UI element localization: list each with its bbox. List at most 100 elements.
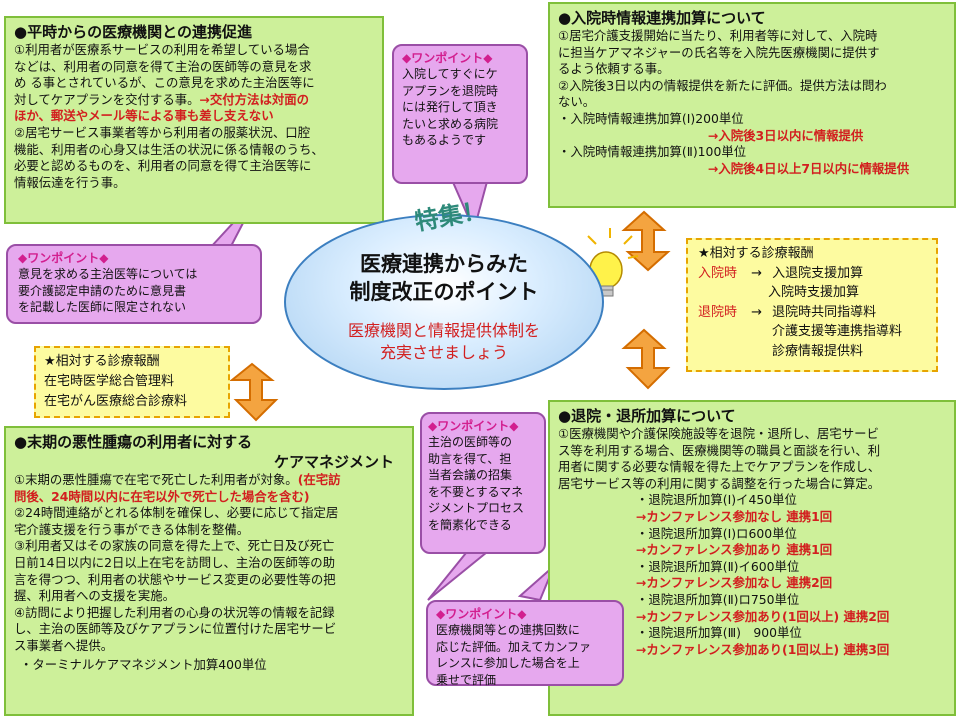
text-line: 要介護認定申請のために意見書 — [18, 283, 187, 298]
highlight-text: →カンファレンス参加なし 連携2回 — [636, 575, 833, 591]
onepoint-heading: ◆ワンポイント◆ — [436, 607, 527, 621]
text-line: 機能、利用者の心身又は生活の状況に係る情報のうち、 — [14, 141, 324, 157]
fee-item: ・ターミナルケアマネジメント加算400単位 — [20, 656, 267, 672]
text-line: ①利用者が医療系サービスの利用を希望している場合 — [14, 42, 310, 57]
discharge-label: 退院時 — [698, 304, 738, 320]
text-line: を記載した医師に限定されない — [18, 300, 187, 314]
highlight-text: →カンファレンス参加あり 連携1回 — [636, 542, 833, 558]
fee-name: 在宅時医学総合管理料 — [44, 374, 175, 389]
box-terminal-care: ●末期の悪性腫瘍の利用者に対する ケアマネジメント ①末期の悪性腫瘍で在宅で死亡… — [4, 426, 414, 716]
onepoint-heading: ◆ワンポイント◆ — [18, 251, 109, 265]
text-line: もあるようです — [402, 133, 487, 147]
text-line: 入院してすぐにケ — [402, 67, 498, 81]
text-line: 乗せで評価 — [436, 672, 497, 687]
fee-name: 診療情報提供料 — [772, 343, 864, 359]
box-body: ①利用者が医療系サービスの利用を希望している場合 などは、利用者の同意を得て主治… — [14, 42, 374, 191]
box-routine-cooperation: ●平時からの医療機関との連携促進 ①利用者が医療系サービスの利用を希望している場… — [4, 16, 384, 224]
subtitle-line: 充実させましょう — [379, 343, 508, 362]
onepoint-bubble-doctor: ◆ワンポイント◆ 意見を求める主治医等については 要介護認定申請のために意見書 … — [6, 244, 262, 324]
text-line: るよう依頼する事。 — [558, 61, 670, 77]
fee-item: ・退院退所加算(Ⅰ)イ450単位 — [636, 492, 797, 508]
highlight-text: →入院後4日以上7日以内に情報提供 — [708, 160, 910, 176]
text-line: 握、利用者への支援を実施。 — [14, 588, 176, 604]
fee-name: 介護支援等連携指導料 — [772, 324, 903, 339]
text-line: ①居宅介護支援開始に当たり、利用者等に対して、入院時 — [558, 28, 878, 43]
text-line: 用者に関する必要な情報を得た上でケアプランを作成し、 — [558, 459, 881, 475]
highlight-text: 問後、24時間以内に在宅以外で死亡した場合を含む) — [14, 488, 310, 504]
box-title: ケアマネジメント — [273, 453, 394, 471]
fee-name: 入院時支援加算 — [768, 285, 860, 300]
box-body: ①医療機関や介護保険施設等を退院・退所し、居宅サービ ス等を利用する場合、医療機… — [558, 426, 946, 658]
highlight-text: →カンファレンス参加なし 連携1回 — [636, 508, 833, 524]
text-line: ②居宅サービス事業者等から利用者の服薬状況、口腔 — [14, 124, 311, 140]
text-line: 居宅サービス等の利用に関する調整を行った場合に算定。 — [558, 475, 881, 491]
box-body: ①居宅介護支援開始に当たり、利用者等に対して、入院時 に担当ケアマネジャーの氏名… — [558, 28, 946, 177]
fee-item: ・入院時情報連携加算(Ⅱ)100単位 — [558, 144, 747, 160]
subtitle-line: 医療機関と情報提供体制を — [347, 321, 540, 340]
box-body: ①末期の悪性腫瘍で在宅で死亡した利用者が対象。(在宅訪 問後、24時間以内に在宅… — [14, 472, 404, 673]
arrow-glyph: → — [751, 265, 763, 281]
text-line: 当者会議の招集 — [428, 468, 513, 482]
fee-item: ・退院退所加算(Ⅲ) 900単位 — [636, 625, 802, 641]
text-line: ①末期の悪性腫瘍で在宅で死亡した利用者が対象。(在宅訪 — [14, 472, 404, 489]
text-line: を不要とするマネ — [428, 484, 524, 499]
fee-name: 退院時共同指導料 — [772, 304, 877, 320]
text-line: ス等を利用する場合、医療機関等の職員と面談を行い、利 — [558, 442, 881, 458]
fee-item: ・退院退所加算(Ⅰ)ロ600単位 — [636, 525, 797, 541]
text-line: 情報伝達を行う事。 — [14, 174, 126, 190]
onepoint-bubble-meeting: ◆ワンポイント◆ 主治の医師等の 助言を得て、担 当者会議の招集 を不要とするマ… — [420, 412, 546, 554]
center-subtitle: 医療機関と情報提供体制を 充実させましょう — [296, 320, 592, 364]
text-line: ②入院後3日以内の情報提供を新たに評価。提供方法は問わ — [558, 77, 887, 93]
text-fragment: 対してケアプランを交付する事。 — [14, 91, 200, 107]
text-line: 対してケアプランを交付する事。→交付方法は対面の — [14, 92, 374, 109]
text-line: アプランを退院時 — [402, 83, 499, 98]
highlight-text: →交付方法は対面の — [199, 91, 310, 107]
text-line: 助言を得て、担 — [428, 451, 512, 466]
text-line: ない。 — [558, 94, 596, 110]
related-fees-heading: ★相対する診療報酬 — [44, 354, 160, 369]
text-line: に担当ケアマネジャーの氏名等を入院先医療機関に提供す — [558, 44, 880, 60]
box-related-fees-left: ★相対する診療報酬 在宅時医学総合管理料 在宅がん医療総合診療料 — [34, 346, 230, 418]
bubble-tail-br — [517, 565, 555, 602]
arrow-glyph: → — [751, 304, 763, 320]
text-line: し、主治の医師等及びケアプランに位置付けた居宅サービ — [14, 621, 337, 637]
fee-item: ・退院退所加算(Ⅱ)ロ750単位 — [636, 591, 800, 607]
double-arrow-bottom-right — [621, 328, 671, 390]
center-ellipse — [284, 214, 604, 390]
highlight-text: →カンファレンス参加あり(1回以上) 連携2回 — [636, 608, 890, 624]
center-title: 医療連携からみた 制度改正のポイント — [296, 250, 592, 306]
onepoint-bubble-hospital: ◆ワンポイント◆ 入院してすぐにケ アプランを退院時 には発行して頂き たいと求… — [392, 44, 528, 184]
text-line: め る事とされているが、この意見を求めた主治医等に — [14, 75, 315, 91]
highlight-text: →カンファレンス参加あり(1回以上) 連携3回 — [636, 641, 890, 657]
text-line: レンスに参加した場合を上 — [436, 656, 580, 670]
onepoint-bubble-evaluation: ◆ワンポイント◆ 医療機関等との連携回数に 応じた評価。加えてカンファ レンスに… — [426, 600, 624, 687]
double-arrow-top-right — [621, 210, 671, 272]
text-line: ③利用者又はその家族の同意を得た上で、死亡日及び死亡 — [14, 538, 335, 554]
text-line: を簡素化できる — [428, 517, 512, 532]
highlight-text: →入院後3日以内に情報提供 — [708, 127, 864, 143]
text-line: ②24時間連絡がとれる体制を確保し、必要に応じて指定居 — [14, 505, 339, 521]
box-title: ●末期の悪性腫瘍の利用者に対する — [14, 433, 253, 451]
onepoint-heading: ◆ワンポイント◆ — [428, 419, 519, 433]
text-line: 日前14日以内に2日以上在宅を訪問し、主治の医師等の助 — [14, 554, 336, 570]
text-line: ジメントプロセス — [428, 501, 525, 515]
highlight-text: (在宅訪 — [297, 472, 341, 487]
text-fragment: ①末期の悪性腫瘍で在宅で死亡した利用者が対象。 — [14, 472, 298, 487]
fee-item: ・入院時情報連携加算(Ⅰ)200単位 — [558, 110, 744, 126]
text-line: 応じた評価。加えてカンファ — [436, 639, 592, 654]
title-line: 制度改正のポイント — [349, 280, 539, 304]
text-line: ス事業者へ提供。 — [14, 637, 114, 653]
text-line: 医療機関等との連携回数に — [436, 623, 580, 637]
text-line: などは、利用者の同意を得て主治の医師等の意見を求 — [14, 58, 312, 74]
fee-item: ・退院退所加算(Ⅱ)イ600単位 — [636, 558, 800, 574]
text-line: たいと求める病院 — [402, 116, 499, 131]
admission-label: 入院時 — [698, 265, 738, 281]
text-line: 意見を求める主治医等については — [18, 267, 198, 281]
text-line: 主治の医師等の — [428, 435, 513, 449]
text-line: には発行して頂き — [402, 100, 498, 114]
fee-name: 入退院支援加算 — [772, 265, 864, 281]
fee-row: 入院時 → 入退院支援加算 — [698, 264, 926, 284]
box-title: ●平時からの医療機関との連携促進 — [14, 23, 252, 41]
fee-name: 在宅がん医療総合診療料 — [44, 394, 188, 409]
